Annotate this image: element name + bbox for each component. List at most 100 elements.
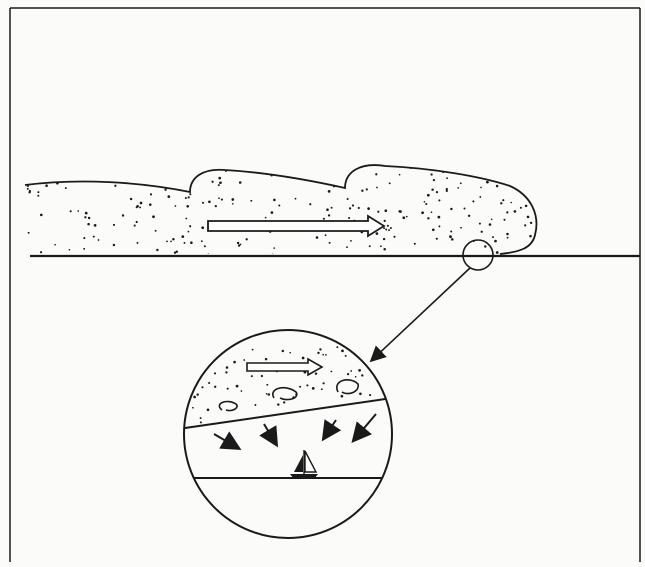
stipple-dot — [31, 174, 33, 176]
stipple-dot — [438, 199, 440, 201]
stipple-dot — [188, 231, 190, 233]
stipple-dot — [457, 187, 459, 189]
stipple-dot — [457, 163, 459, 165]
stipple-dot — [154, 173, 156, 175]
stipple-dot — [468, 215, 470, 217]
stipple-dot — [139, 163, 142, 166]
stipple-dot — [215, 205, 217, 207]
stipple-dot — [227, 388, 229, 390]
stipple-dot — [346, 246, 348, 248]
stipple-dot — [431, 211, 433, 213]
stipple-dot — [289, 352, 291, 354]
stipple-dot — [406, 163, 409, 166]
stipple-dot — [185, 218, 187, 220]
stipple-dot — [188, 196, 190, 198]
stipple-dot — [515, 180, 517, 182]
stipple-dot — [402, 216, 405, 219]
stipple-dot — [331, 207, 333, 209]
stipple-dot — [227, 423, 229, 425]
stipple-dot — [68, 168, 70, 170]
stipple-dot — [502, 199, 504, 201]
stipple-dot — [525, 205, 528, 208]
stipple-dot — [438, 216, 441, 219]
gust-front-cloud — [25, 161, 540, 257]
stipple-dot — [30, 161, 32, 163]
stipple-dot — [479, 223, 481, 225]
stipple-dot — [330, 371, 332, 373]
stipple-dot — [193, 375, 195, 377]
stipple-dot — [369, 394, 371, 396]
stipple-dot — [349, 207, 351, 209]
stipple-dot — [278, 204, 280, 206]
stipple-dot — [152, 215, 155, 218]
stipple-dot — [225, 170, 227, 172]
eddy — [337, 380, 358, 394]
stipple-dot — [385, 425, 387, 427]
stipple-dot — [83, 248, 85, 250]
stipple-dot — [534, 245, 537, 248]
stipple-dot — [69, 249, 71, 251]
stipple-dot — [385, 229, 387, 231]
stipple-dot — [160, 175, 162, 177]
stipple-dot — [430, 173, 432, 175]
stipple-dot — [185, 197, 187, 199]
stipple-dot — [204, 245, 206, 247]
stipple-dot — [208, 347, 210, 349]
stipple-dot — [241, 390, 243, 392]
stipple-dot — [355, 376, 357, 378]
stipple-dot — [236, 385, 239, 388]
zoom-cloud-base — [185, 398, 392, 428]
stipple-dot — [299, 386, 301, 388]
stipple-dot — [420, 164, 422, 166]
stipple-dot — [142, 171, 145, 174]
stipple-dot — [283, 401, 285, 403]
stipple-dot — [214, 372, 216, 374]
stipple-dot — [325, 234, 327, 236]
stipple-dot — [421, 211, 424, 214]
stipple-dot — [265, 217, 267, 219]
stipple-dot — [432, 229, 435, 232]
downdraft-arrows — [214, 414, 376, 448]
stipple-dot — [492, 236, 494, 238]
stipple-dot — [130, 198, 132, 200]
zoom-flow-arrow — [247, 359, 322, 375]
stipple-dot — [306, 384, 308, 386]
stipple-dot — [424, 201, 426, 203]
downdraft-arrow — [354, 414, 376, 440]
stipple-dot — [208, 382, 210, 384]
stipple-dot — [312, 387, 315, 390]
stipple-dot — [326, 208, 329, 211]
stipple-dot — [238, 244, 240, 246]
stipple-dot — [207, 408, 210, 411]
stipple-dot — [526, 164, 528, 166]
stipple-dot — [28, 232, 30, 234]
stipple-dot — [128, 173, 130, 175]
stipple-dot — [208, 201, 211, 204]
stipple-dot — [383, 248, 386, 251]
stipple-dot — [489, 223, 492, 226]
stipple-dot — [376, 373, 378, 375]
stipple-dot — [450, 231, 452, 233]
stipple-dot — [94, 224, 97, 227]
stipple-dot — [375, 173, 377, 175]
stipple-dot — [358, 207, 360, 209]
stipple-dot — [446, 188, 448, 190]
stipple-dot — [122, 214, 124, 216]
stipple-dot — [71, 178, 73, 180]
stipple-dot — [277, 403, 279, 405]
stipple-dot — [524, 224, 526, 226]
flow-direction-arrow — [208, 216, 384, 236]
stipple-dot — [460, 227, 462, 229]
stipple-dot — [295, 198, 297, 200]
stipple-dot — [337, 414, 339, 416]
stipple-dot — [172, 238, 174, 240]
stipple-dot — [45, 184, 48, 187]
stipple-dot — [65, 187, 67, 189]
stipple-dot — [436, 238, 438, 240]
stipple-dot — [134, 225, 136, 227]
stipple-dot — [232, 203, 234, 205]
stipple-dot — [273, 247, 275, 249]
zoom-connector-arrow — [372, 268, 470, 360]
stipple-dot — [207, 333, 209, 335]
stipple-dot — [325, 354, 327, 356]
